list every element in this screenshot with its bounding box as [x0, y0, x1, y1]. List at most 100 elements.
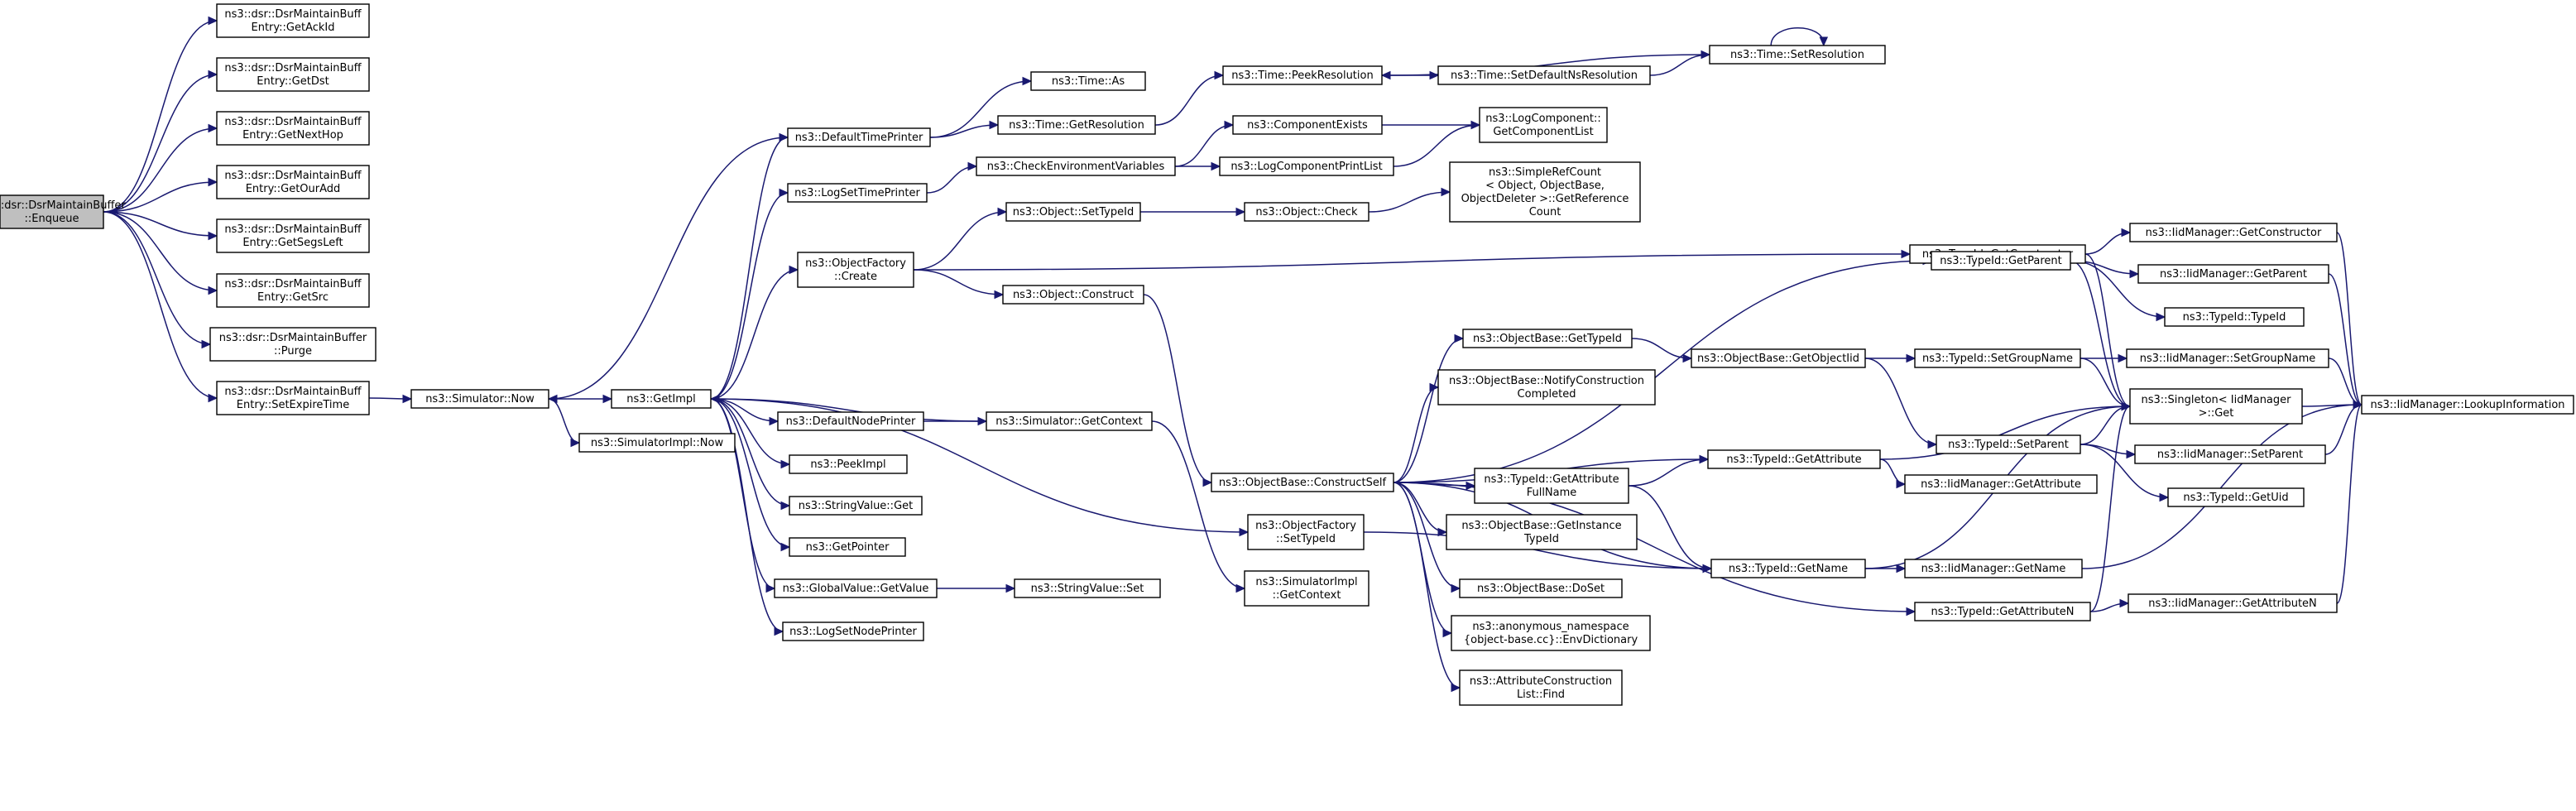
node-type-id-get-uid[interactable]: ns3::TypeId::GetUid: [2167, 487, 2305, 507]
node-box: [976, 156, 1176, 176]
node-object-set-type-id[interactable]: ns3::Object::SetTypeId: [1005, 202, 1141, 222]
node-object-base-get-type-id[interactable]: ns3::ObjectBase::GetTypeId: [1462, 329, 1633, 348]
node-set-expire-time[interactable]: ns3::dsr::DsrMaintainBuffEntry::SetExpir…: [216, 381, 370, 415]
node-object-base-do-set[interactable]: ns3::ObjectBase::DoSet: [1459, 578, 1623, 598]
node-box: [1904, 559, 2083, 578]
node-iid-lookup-information[interactable]: ns3::IidManager::LookupInformation: [2361, 395, 2574, 415]
node-check-env-vars[interactable]: ns3::CheckEnvironmentVariables: [976, 156, 1176, 176]
edge-object-base-construct-self-to-object-base-get-instance-type-id: [1393, 482, 1448, 537]
node-object-factory-create[interactable]: ns3::ObjectFactory::Create: [797, 252, 914, 288]
node-iid-get-attribute-n[interactable]: ns3::IidManager::GetAttributeN: [2127, 593, 2338, 613]
node-box: [216, 218, 370, 253]
node-type-id-set-parent[interactable]: ns3::TypeId::SetParent: [1936, 434, 2081, 454]
node-object-check[interactable]: ns3::Object::Check: [1244, 202, 1370, 222]
node-label: ns3::IidManager::SetParent: [2157, 449, 2303, 461]
edge-object-base-construct-self-to-object-base-notify: [1393, 382, 1440, 483]
node-string-value-set[interactable]: ns3::StringValue::Set: [1014, 578, 1161, 598]
node-label: ns3::IidManager::GetName: [1921, 563, 2066, 575]
node-label: ns3::LogSetTimePrinter: [794, 187, 920, 199]
edge-arrowhead: [1896, 564, 1907, 573]
node-string-value-get[interactable]: ns3::StringValue::Get: [789, 496, 923, 516]
node-box: [1707, 449, 1881, 469]
edge-arrowhead: [1442, 628, 1453, 638]
edge-arrowhead: [208, 123, 218, 133]
node-time-get-resolution[interactable]: ns3::Time::GetResolution: [997, 115, 1156, 135]
edge-line: [548, 398, 580, 444]
node-component-exists[interactable]: ns3::ComponentExists: [1232, 115, 1383, 135]
node-global-value-get-value[interactable]: ns3::GlobalValue::GetValue: [774, 578, 938, 598]
node-log-set-time-printer[interactable]: ns3::LogSetTimePrinter: [787, 183, 928, 203]
node-type-id-type-id[interactable]: ns3::TypeId::TypeId: [2164, 307, 2305, 327]
node-label: ns3::SimulatorImpl: [1255, 576, 1357, 588]
node-type-id-set-group-name[interactable]: ns3::TypeId::SetGroupName: [1914, 348, 2081, 368]
node-box: [216, 111, 370, 146]
node-box: [1030, 71, 1146, 91]
node-label: ns3::IidManager::GetParent: [2160, 268, 2307, 281]
node-object-base-get-object-iid[interactable]: ns3::ObjectBase::GetObjectIid: [1691, 348, 1866, 368]
edge-default-time-printer-to-sim-now: [547, 137, 789, 404]
node-time-peek-resolution[interactable]: ns3::Time::PeekResolution: [1222, 65, 1383, 85]
node-object-construct[interactable]: ns3::Object::Construct: [1002, 285, 1144, 305]
edge-arrowhead: [780, 501, 791, 511]
node-enqueue[interactable]: ns3::dsr::DsrMaintainBuffer::Enqueue: [0, 194, 126, 229]
node-box: [1222, 65, 1383, 85]
node-label: ns3::TypeId::GetAttribute: [1484, 473, 1619, 486]
node-sim-get-context[interactable]: ns3::Simulator::GetContext: [986, 411, 1153, 431]
edge-line: [1393, 338, 1464, 483]
node-type-id-get-attribute[interactable]: ns3::TypeId::GetAttribute: [1707, 449, 1881, 469]
node-time-set-resolution[interactable]: ns3::Time::SetResolution: [1709, 45, 1886, 65]
node-object-base-construct-self[interactable]: ns3::ObjectBase::ConstructSelf: [1211, 473, 1394, 492]
edge-line: [710, 398, 790, 548]
node-label: < Object, ObjectBase,: [1485, 180, 1605, 192]
node-anon-env-dictionary[interactable]: ns3::anonymous_namespace{object-base.cc}…: [1451, 615, 1651, 651]
node-peek-impl[interactable]: ns3::PeekImpl: [789, 454, 908, 474]
node-time-set-default-ns-resolution[interactable]: ns3::Time::SetDefaultNsResolution: [1437, 65, 1651, 85]
node-label: ns3::StringValue::Set: [1031, 583, 1144, 595]
edge-arrowhead: [774, 626, 784, 636]
node-type-id-get-parent[interactable]: ns3::TypeId::GetParent: [1931, 251, 2071, 271]
node-iid-get-constructor[interactable]: ns3::IidManager::GetConstructor: [2129, 223, 2338, 242]
node-get-segs-left[interactable]: ns3::dsr::DsrMaintainBuffEntry::GetSegsL…: [216, 218, 370, 253]
node-type-id-get-attribute-n[interactable]: ns3::TypeId::GetAttributeN: [1914, 602, 2091, 621]
node-get-next-hop[interactable]: ns3::dsr::DsrMaintainBuffEntry::GetNextH…: [216, 111, 370, 146]
node-get-our-add[interactable]: ns3::dsr::DsrMaintainBuffEntry::GetOurAd…: [216, 165, 370, 199]
edge-get-impl-to-string-value-get: [710, 398, 791, 511]
node-log-component-get-list[interactable]: ns3::LogComponent::GetComponentList: [1479, 107, 1608, 143]
node-box: [1232, 115, 1383, 135]
node-get-pointer[interactable]: ns3::GetPointer: [789, 537, 906, 557]
edge-arrowhead: [208, 231, 218, 241]
node-log-set-node-printer[interactable]: ns3::LogSetNodePrinter: [782, 621, 924, 641]
node-sim-impl-now[interactable]: ns3::SimulatorImpl::Now: [578, 433, 736, 453]
node-time-as[interactable]: ns3::Time::As: [1030, 71, 1146, 91]
node-iid-set-parent[interactable]: ns3::IidManager::SetParent: [2134, 444, 2326, 464]
node-type-id-get-name[interactable]: ns3::TypeId::GetName: [1710, 559, 1866, 578]
node-singleton-get[interactable]: ns3::Singleton< IidManager>::Get: [2129, 388, 2303, 425]
edge-arrowhead: [1022, 76, 1033, 86]
node-get-impl[interactable]: ns3::GetImpl: [611, 389, 712, 409]
node-box: [1914, 348, 2081, 368]
node-log-component-print-list[interactable]: ns3::LogComponentPrintList: [1219, 156, 1394, 176]
node-iid-get-name[interactable]: ns3::IidManager::GetName: [1904, 559, 2083, 578]
node-sim-impl-get-context[interactable]: ns3::SimulatorImpl::GetContext: [1244, 570, 1370, 607]
node-label: Entry::GetNextHop: [242, 129, 343, 142]
node-purge[interactable]: ns3::dsr::DsrMaintainBuffer::Purge: [209, 327, 377, 362]
node-iid-get-parent[interactable]: ns3::IidManager::GetParent: [2137, 264, 2329, 284]
node-simple-ref-count[interactable]: ns3::SimpleRefCount< Object, ObjectBase,…: [1449, 161, 1641, 223]
edge-arrowhead: [1235, 583, 1246, 593]
node-iid-get-attribute[interactable]: ns3::IidManager::GetAttribute: [1904, 474, 2098, 494]
node-default-node-printer[interactable]: ns3::DefaultNodePrinter: [777, 411, 924, 431]
node-sim-now[interactable]: ns3::Simulator::Now: [410, 389, 549, 409]
node-default-time-printer[interactable]: ns3::DefaultTimePrinter: [787, 127, 931, 147]
node-object-base-notify[interactable]: ns3::ObjectBase::NotifyConstructionCompl…: [1437, 369, 1656, 406]
node-iid-set-group-name[interactable]: ns3::IidManager::SetGroupName: [2126, 348, 2329, 368]
node-box: [216, 3, 370, 38]
edge-enqueue-to-set-expire-time: [103, 211, 218, 403]
node-object-factory-set-type-id[interactable]: ns3::ObjectFactory::SetTypeId: [1247, 514, 1365, 550]
